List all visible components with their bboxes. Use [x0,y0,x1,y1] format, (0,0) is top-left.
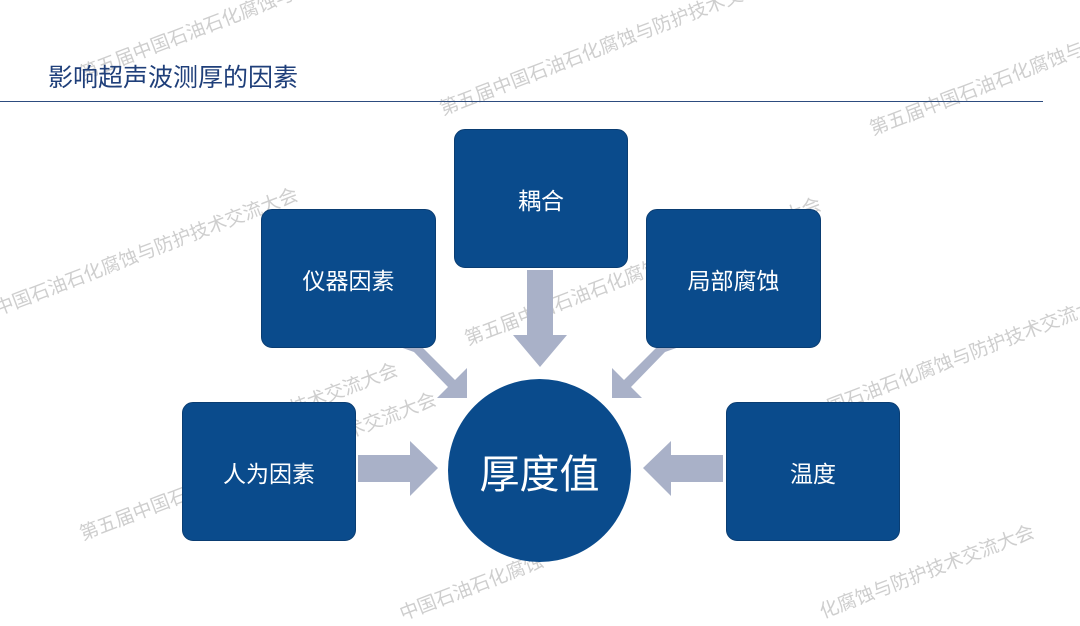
arrow-human [358,441,438,496]
factor-label: 人为因素 [223,461,315,488]
arrow-local-corrosion [612,346,682,398]
arrow-instrument [397,346,467,398]
diagram-arrows [358,270,723,496]
arrow-temperature [643,441,723,496]
center-node-thickness: 厚度值 [448,379,631,562]
factor-label: 温度 [790,461,836,488]
factor-box-local-corrosion: 局部腐蚀 [646,209,821,348]
arrow-coupling [513,270,567,367]
factor-box-temperature: 温度 [726,402,900,541]
center-label: 厚度值 [479,451,600,498]
factor-box-human: 人为因素 [182,402,356,541]
factor-label: 耦合 [518,188,564,215]
factor-box-instrument: 仪器因素 [261,209,436,348]
title-divider [0,101,1043,102]
factor-label: 仪器因素 [302,268,395,295]
factor-box-coupling: 耦合 [454,129,628,268]
slide-title: 影响超声波测厚的因素 [48,63,299,92]
factor-label: 局部腐蚀 [687,268,780,295]
